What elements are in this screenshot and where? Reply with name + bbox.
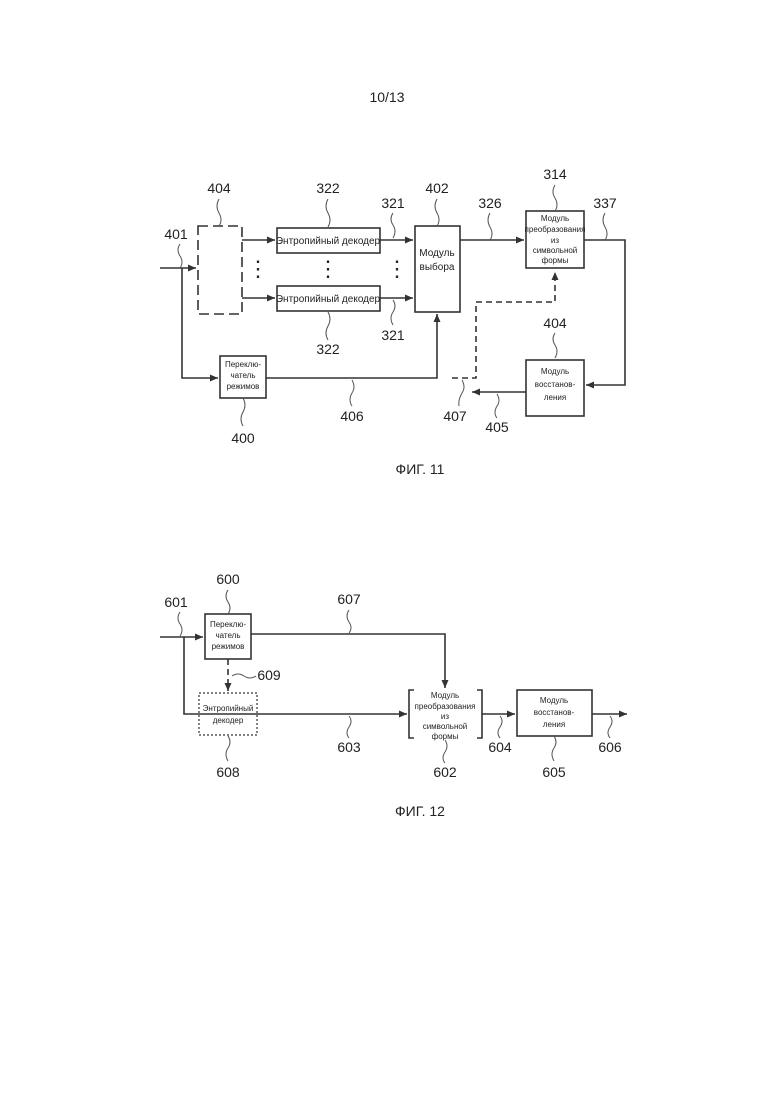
f12-recon-label-1: Модуль — [540, 696, 568, 705]
leader-400 — [241, 398, 245, 426]
ref-608: 608 — [216, 764, 240, 780]
leader-606 — [608, 716, 612, 738]
leader-321-bottom — [391, 300, 395, 325]
f12-desym-label-1: Модуль — [431, 691, 459, 700]
ref-604: 604 — [488, 739, 512, 755]
select-module-label-1: Модуль — [419, 248, 454, 259]
ref-602: 602 — [433, 764, 457, 780]
leader-326 — [488, 213, 492, 240]
f12-desym-label-5: формы — [432, 732, 459, 741]
desym-label-3: из — [551, 236, 559, 245]
splitter-box-404 — [198, 226, 242, 314]
leader-604 — [498, 716, 502, 738]
f12-mode-switch-label-2: чатель — [215, 631, 240, 640]
desym-bracket-left — [409, 690, 414, 738]
leader-600 — [226, 590, 230, 614]
ellipsis-dots-2: ⋮ — [317, 256, 339, 281]
select-module-label-2: выбора — [420, 261, 455, 273]
leader-322-bottom — [326, 312, 330, 340]
desym-label-2: преобразования — [525, 225, 586, 234]
desym-label-4: символьной — [533, 246, 578, 255]
leader-601 — [178, 612, 182, 636]
entropy-decoder-top-label: Энтропийный декодер — [276, 236, 381, 247]
leader-314 — [553, 185, 557, 211]
recon-label-3: ления — [544, 393, 566, 402]
ref-322-top: 322 — [316, 180, 340, 196]
ref-321-top: 321 — [381, 195, 405, 211]
leader-402 — [435, 199, 439, 226]
ellipsis-dots-1: ⋮ — [247, 256, 269, 281]
ref-400: 400 — [231, 430, 255, 446]
leader-607 — [347, 610, 351, 633]
leader-602 — [443, 740, 447, 763]
f12-entropy-decoder-label-1: Энтропийный — [203, 704, 254, 713]
ref-404-bottom: 404 — [543, 315, 567, 331]
ref-326: 326 — [478, 195, 502, 211]
desym-label-5: формы — [542, 256, 569, 265]
leader-322-top — [326, 199, 330, 227]
leader-605 — [552, 736, 556, 761]
mode-switch-label-1: Переклю- — [225, 360, 261, 369]
fig12-caption: ФИГ. 12 — [395, 803, 445, 819]
ellipsis-dots-3: ⋮ — [386, 256, 408, 281]
ref-605: 605 — [542, 764, 566, 780]
leader-404-bottom — [553, 333, 557, 358]
ref-600: 600 — [216, 571, 240, 587]
leader-401 — [178, 244, 182, 268]
ref-314: 314 — [543, 166, 567, 182]
ref-405: 405 — [485, 419, 509, 435]
ref-407: 407 — [443, 408, 467, 424]
fig11-caption: ФИГ. 11 — [396, 461, 445, 477]
f12-recon-label-2: восстанов- — [534, 708, 575, 717]
desym-to-reconstruction-arrow-337 — [584, 240, 625, 385]
ref-321-bottom: 321 — [381, 327, 405, 343]
ref-401: 401 — [164, 226, 188, 242]
leader-609 — [232, 674, 256, 678]
ref-606: 606 — [598, 739, 622, 755]
f12-recon-label-3: ления — [543, 720, 565, 729]
desym-label-1: Модуль — [541, 214, 569, 223]
ref-601: 601 — [164, 594, 188, 610]
f12-mode-switch-label-1: Переклю- — [210, 620, 246, 629]
f12-desym-label-2: преобразования — [415, 702, 476, 711]
ref-609: 609 — [257, 667, 281, 683]
leader-321-top — [391, 213, 395, 238]
mode-switch-label-2: чатель — [230, 371, 255, 380]
ref-607: 607 — [337, 591, 361, 607]
page-number: 10/13 — [369, 89, 404, 105]
f12-desym-label-3: из — [441, 712, 449, 721]
leader-603 — [347, 716, 351, 738]
leader-406 — [350, 380, 354, 406]
entropy-decoder-bottom-label: Энтропийный декодер — [276, 294, 381, 305]
leader-608 — [226, 736, 230, 761]
recon-label-2: восстанов- — [535, 380, 576, 389]
ref-404-top: 404 — [207, 180, 231, 196]
recon-label-1: Модуль — [541, 367, 569, 376]
mode-switch-label-3: режимов — [227, 382, 260, 391]
f12-mode-switch-label-3: режимов — [212, 642, 245, 651]
mode-switch-to-select-arrow-406 — [266, 314, 437, 378]
leader-407 — [459, 380, 464, 406]
leader-405 — [495, 394, 499, 418]
f12-entropy-decoder-label-2: декодер — [213, 716, 244, 725]
ref-603: 603 — [337, 739, 361, 755]
figure-11: Энтропийный декодер Энтропийный декодер … — [160, 166, 625, 477]
input-to-mode-switch-arrow — [182, 268, 218, 378]
leader-404-top — [217, 199, 221, 226]
f12-desym-label-4: символьной — [423, 722, 468, 731]
ref-322-bottom: 322 — [316, 341, 340, 357]
ref-337: 337 — [593, 195, 617, 211]
ref-402: 402 — [425, 180, 449, 196]
ref-406: 406 — [340, 408, 364, 424]
figure-12: Переклю- чатель режимов Энтропийный деко… — [160, 571, 627, 819]
leader-337 — [603, 213, 607, 240]
desym-bracket-right — [477, 690, 482, 738]
